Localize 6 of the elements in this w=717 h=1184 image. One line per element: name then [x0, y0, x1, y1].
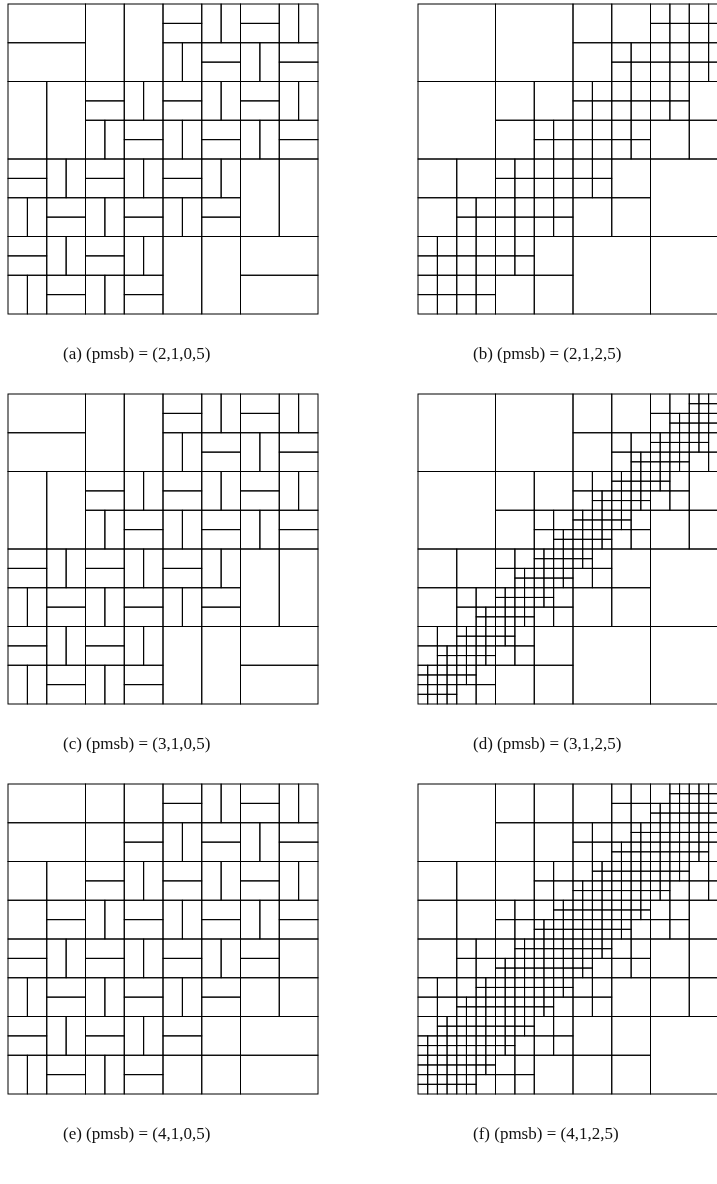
- figure-caption: (f) (pmsb) = (4,1,2,5): [473, 1124, 619, 1144]
- figure-caption: (a) (pmsb) = (2,1,0,5): [63, 344, 211, 364]
- figure-caption: (e) (pmsb) = (4,1,0,5): [63, 1124, 211, 1144]
- figure-caption: (b) (pmsb) = (2,1,2,5): [473, 344, 622, 364]
- figure-caption: (c) (pmsb) = (3,1,0,5): [63, 734, 211, 754]
- figure-caption: (d) (pmsb) = (3,1,2,5): [473, 734, 622, 754]
